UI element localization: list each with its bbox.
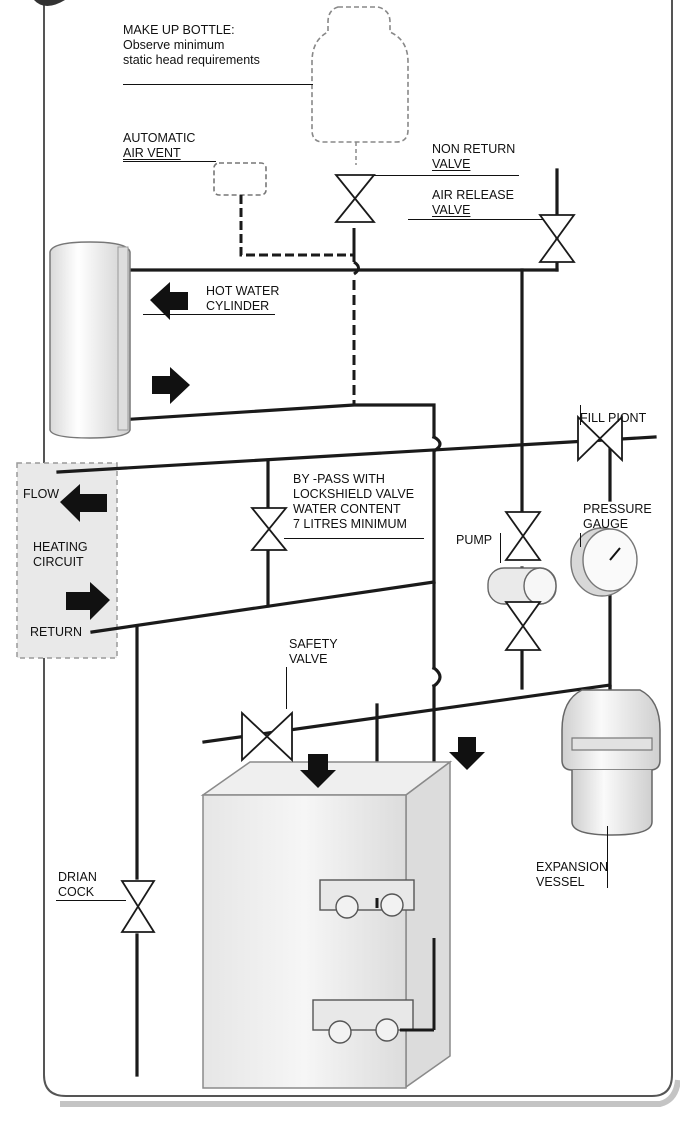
- safety-valve-label: SAFETY VALVE: [289, 637, 338, 666]
- flow-label: FLOW: [23, 487, 60, 501]
- make-up-bottle: [311, 6, 409, 143]
- fill-point-valve: [577, 414, 623, 463]
- leader-drain: [56, 900, 126, 901]
- boiler: [200, 760, 453, 1089]
- pump-label: PUMP: [456, 533, 493, 547]
- leader-air-vent: [123, 161, 216, 162]
- non-return-valve: [334, 174, 376, 223]
- leader-fill: [580, 405, 582, 425]
- corner-badge: [34, 0, 65, 6]
- arrow-boiler-up-icon: [300, 754, 336, 788]
- air-release-valve: [538, 214, 576, 263]
- arrow-down-icon: [449, 737, 485, 770]
- leader-safety: [286, 667, 288, 709]
- return-label: RETURN: [30, 625, 83, 639]
- automatic-air-vent: [213, 162, 267, 196]
- pump-valve-upper: [504, 511, 542, 561]
- expansion-vessel-label: EXPANSION VESSEL: [536, 860, 609, 889]
- boiler-connection-lower: [312, 999, 414, 1044]
- leader-make-up: [123, 84, 313, 85]
- drain-cock-label: DRIAN COCK: [58, 870, 97, 899]
- arrow-cylinder-in-icon: [150, 282, 188, 320]
- safety-valve: [241, 710, 293, 763]
- hot-water-cylinder-label: HOT WATER CYLINDER: [206, 284, 280, 313]
- page-frame: [34, 0, 680, 1107]
- arrow-flow-icon: [60, 484, 107, 522]
- non-return-valve-label: NON RETURN VALVE: [432, 142, 516, 171]
- make-up-bottle-label: MAKE UP BOTTLE: Observe minimum static h…: [123, 23, 260, 67]
- boiler-connection-upper: [319, 879, 415, 919]
- leader-cylinder: [143, 314, 275, 315]
- leader-non-return: [374, 175, 519, 176]
- pump: [487, 567, 557, 605]
- hot-water-cylinder: [49, 241, 131, 439]
- leader-pump: [500, 533, 502, 563]
- leader-expansion: [607, 826, 609, 888]
- air-release-valve-label: AIR RELEASE VALVE: [432, 188, 514, 217]
- make-up-pipe: [352, 228, 360, 405]
- pressure-gauge-label: PRESSURE GAUGE: [583, 502, 652, 531]
- bypass-label: BY -PASS WITH LOCKSHIELD VALVE WATER CON…: [293, 472, 415, 531]
- leader-air-release: [408, 219, 543, 220]
- heating-circuit-label: HEATING CIRCUIT: [33, 540, 88, 569]
- arrow-cylinder-out-icon: [152, 367, 190, 404]
- automatic-air-vent-label: AUTOMATIC AIR VENT: [123, 131, 196, 160]
- leader-bypass: [284, 538, 424, 539]
- pump-valve-lower: [504, 601, 542, 651]
- arrow-return-icon: [66, 582, 110, 620]
- drain-cock: [120, 880, 156, 933]
- fill-point-label: FILL PIONT: [580, 411, 647, 425]
- pressure-gauge: [570, 527, 638, 597]
- expansion-vessel: [561, 689, 661, 836]
- bypass-valve: [250, 507, 288, 551]
- leader-gauge: [580, 533, 582, 547]
